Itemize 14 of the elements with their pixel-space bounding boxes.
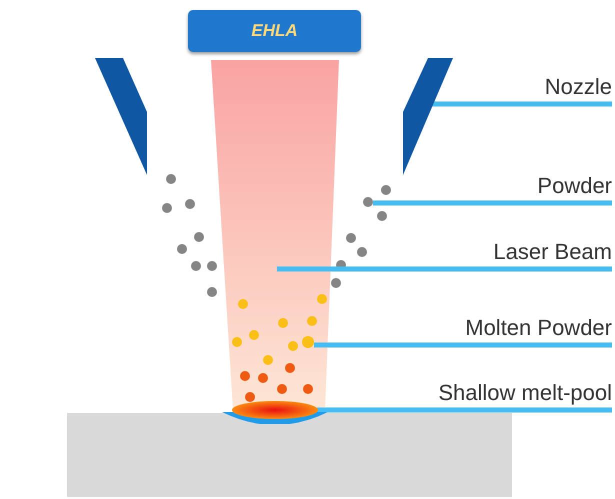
- leader-line: [432, 102, 612, 106]
- part-label: Molten Powder: [400, 315, 612, 343]
- part-label: Laser Beam: [440, 239, 612, 267]
- leader-line: [317, 408, 612, 412]
- part-label: Powder: [480, 173, 612, 201]
- head-box: EHLA: [188, 10, 361, 52]
- powder-particle: [363, 197, 373, 207]
- leader-line: [314, 342, 612, 348]
- nozzle-drawing: [403, 58, 453, 175]
- leader-line: [373, 200, 612, 206]
- laser-beam: [211, 60, 339, 410]
- part-label: Shallow melt-pool: [360, 380, 612, 408]
- part-label: Nozzle: [480, 74, 612, 102]
- substrate-block: [67, 413, 512, 497]
